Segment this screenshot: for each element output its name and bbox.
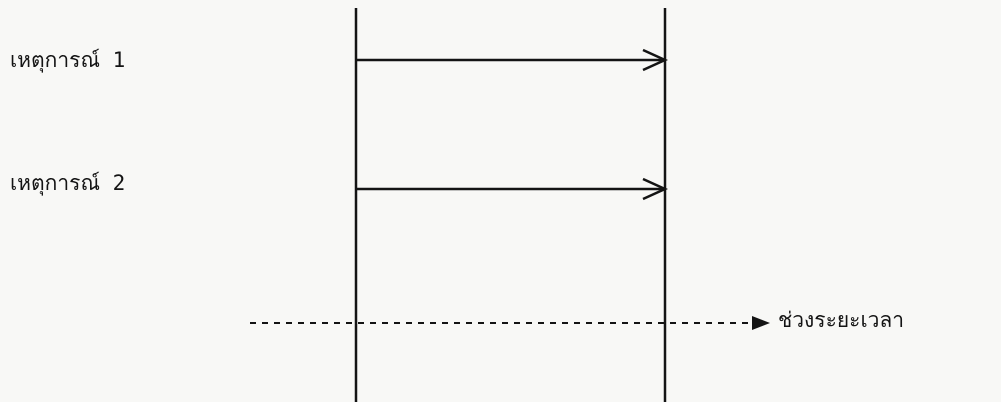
event-2-label: เหตุการณ์ 2 <box>10 173 125 194</box>
time-axis-arrow <box>250 316 770 330</box>
event-2-arrow <box>356 179 665 199</box>
time-axis-label: ช่วงระยะเวลา <box>778 310 904 331</box>
event-1-label: เหตุการณ์ 1 <box>10 50 125 71</box>
event-1-arrow <box>356 50 665 70</box>
